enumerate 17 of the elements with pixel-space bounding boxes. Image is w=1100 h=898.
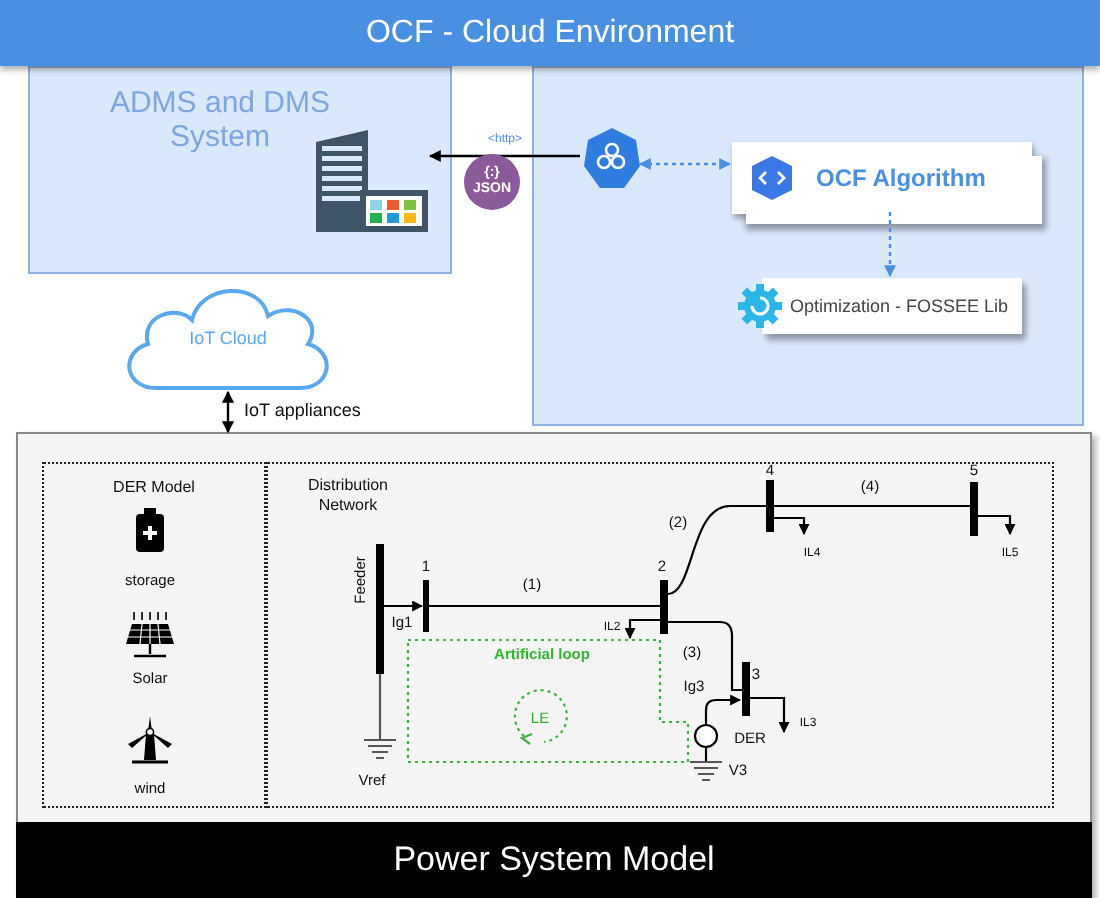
outer-panel <box>16 432 1092 898</box>
header-band <box>0 0 1100 66</box>
card-title: OCF Algorithm <box>816 164 986 192</box>
panel-title: DER Model <box>111 478 197 496</box>
dotted-arrow <box>884 212 896 278</box>
footer-title: Power System Model <box>16 822 1092 898</box>
cloud-label: IoT Cloud <box>187 328 269 348</box>
panel-title: ADMS and DMS System <box>107 88 333 154</box>
arrow <box>428 150 580 162</box>
dotted-arrow <box>638 158 732 170</box>
panel <box>532 66 1084 426</box>
band-title: OCF - Cloud Environment <box>363 16 737 52</box>
panel-title: Distribution Network <box>305 476 390 515</box>
card-title: Optimization - FOSSEE Lib <box>790 296 1009 316</box>
panel <box>28 66 452 274</box>
double-arrow <box>222 390 234 434</box>
edge-label: IoT appliances <box>244 400 361 420</box>
